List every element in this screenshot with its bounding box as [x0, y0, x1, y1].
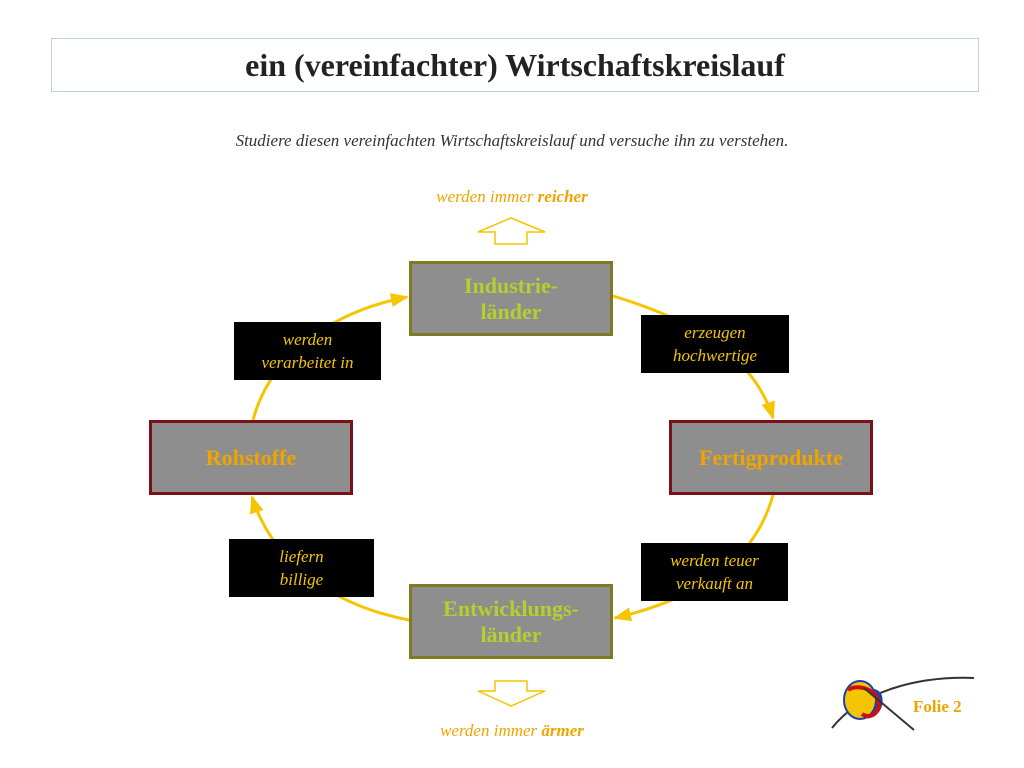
slide-subtitle: Studiere diesen vereinfachten Wirtschaft…: [235, 131, 789, 150]
title-box: ein (vereinfachter) Wirtschaftskreislauf: [51, 38, 979, 92]
label-processed-line2: verarbeitet in: [261, 353, 354, 372]
label-processed-in: werden verarbeitet in: [234, 322, 381, 380]
node-finished-products-label: Fertigprodukte: [699, 444, 843, 470]
logo-icon: [831, 676, 975, 731]
caption-poorer: werden immer ärmer: [0, 721, 1024, 741]
up-outline-arrow-icon: [477, 217, 546, 245]
caption-poorer-prefix: werden immer: [440, 721, 542, 740]
node-raw-materials-label: Rohstoffe: [205, 444, 297, 470]
label-supply-line2: billige: [279, 570, 324, 589]
node-finished-products: Fertigprodukte: [669, 420, 873, 495]
label-supply-line1: liefern: [279, 547, 324, 566]
down-outline-arrow-icon: [477, 680, 546, 707]
slide-number: Folie 2: [913, 697, 962, 716]
label-sold-expensive-to: werden teuer verkauft an: [641, 543, 788, 601]
node-industrial-line1: Industrie-: [463, 272, 559, 298]
label-sold-line2: verkauft an: [676, 574, 753, 593]
caption-richer-emphasis: reicher: [537, 187, 588, 206]
node-raw-materials: Rohstoffe: [149, 420, 353, 495]
label-sold-line1: werden teuer: [670, 551, 759, 570]
node-developing-line2: länder: [480, 621, 542, 647]
slide-title: ein (vereinfachter) Wirtschaftskreislauf: [245, 46, 785, 83]
node-industrial-countries: Industrie-länder: [409, 261, 613, 336]
caption-poorer-emphasis: ärmer: [541, 721, 584, 740]
node-developing-line1: Entwicklungs-: [443, 595, 579, 621]
label-produce-high-quality: erzeugen hochwertige: [641, 315, 789, 373]
caption-richer-prefix: werden immer: [436, 187, 538, 206]
label-supply-cheap: liefern billige: [229, 539, 374, 597]
node-industrial-line2: länder: [480, 298, 542, 324]
label-produce-line1: erzeugen: [684, 323, 746, 342]
label-processed-line1: werden: [282, 330, 333, 349]
label-produce-line2: hochwertige: [672, 346, 758, 365]
node-developing-countries: Entwicklungs-länder: [409, 584, 613, 659]
caption-richer: werden immer reicher: [0, 187, 1024, 207]
